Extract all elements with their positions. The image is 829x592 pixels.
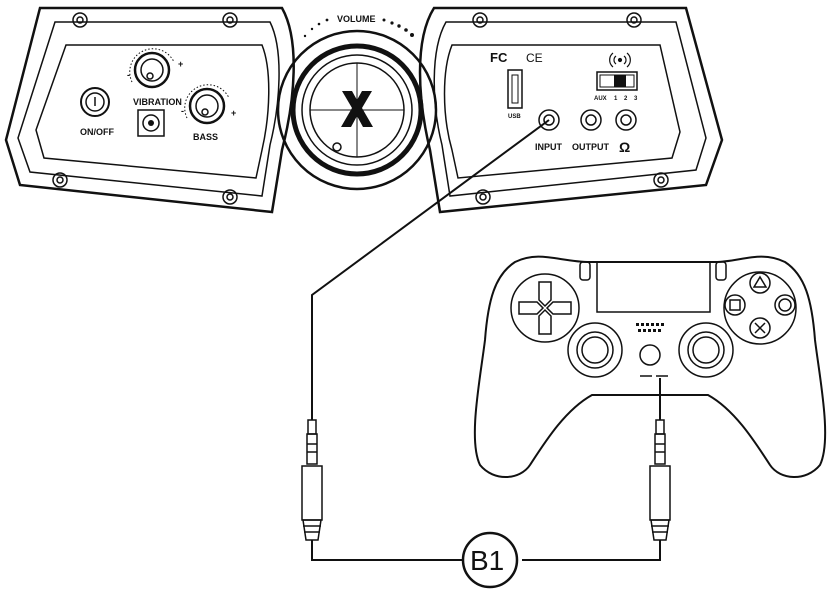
right-aux-plug: [649, 419, 671, 541]
logo-x-icon: [341, 91, 373, 127]
volume-scale-dots: [303, 18, 414, 38]
aux-mode-switch[interactable]: [596, 71, 638, 91]
bass-label: BASS: [193, 132, 218, 142]
left-panel-screws: [52, 12, 238, 205]
headphone-jack[interactable]: [615, 109, 637, 131]
dc-jack: [137, 109, 165, 137]
fcc-mark: FC: [490, 50, 508, 65]
square-button-icon[interactable]: [724, 294, 746, 316]
aux-position-1: 1: [614, 96, 618, 102]
aux-label: AUX: [594, 96, 607, 102]
volume-label: VOLUME: [337, 14, 376, 24]
input-jack[interactable]: [538, 109, 560, 131]
cross-button-icon[interactable]: [749, 317, 771, 339]
aux-position-2: 2: [624, 96, 628, 102]
ps-button[interactable]: [639, 344, 661, 366]
volume-dial[interactable]: [276, 29, 438, 191]
aux-position-3: 3: [634, 96, 638, 102]
dpad-icon[interactable]: [510, 273, 580, 343]
cable-label: B1: [470, 545, 504, 576]
face-buttons: [723, 271, 797, 345]
usb-port[interactable]: [507, 69, 523, 109]
power-button[interactable]: [80, 87, 110, 117]
right-panel-screws: [472, 12, 669, 205]
usb-label: USB: [508, 114, 521, 120]
bass-plus: +: [231, 108, 236, 118]
aux-cable-b1: [311, 119, 661, 561]
vibration-knob[interactable]: [129, 48, 175, 89]
right-analog-stick[interactable]: [678, 322, 734, 378]
triangle-button-icon[interactable]: [749, 272, 771, 294]
vibration-label: VIBRATION: [133, 97, 182, 107]
power-label: ON/OFF: [80, 127, 114, 137]
input-label: INPUT: [535, 142, 563, 152]
circle-button-icon[interactable]: [774, 294, 796, 316]
speaker-grille: [636, 323, 664, 332]
game-controller: [473, 255, 827, 478]
output-jack[interactable]: [580, 109, 602, 131]
left-aux-plug: [301, 419, 323, 541]
headphone-icon: Ω: [619, 139, 630, 155]
left-analog-stick[interactable]: [567, 322, 623, 378]
ce-mark: CE: [526, 51, 543, 65]
cable-callout-b1: B1: [461, 531, 519, 589]
bass-knob[interactable]: [184, 84, 230, 125]
vibration-minus: -: [127, 70, 130, 80]
bass-minus: -: [181, 106, 184, 116]
output-label: OUTPUT: [572, 142, 610, 152]
right-control-panel: [418, 6, 724, 214]
vibration-plus: +: [178, 59, 183, 69]
wireless-icon: [609, 52, 631, 68]
